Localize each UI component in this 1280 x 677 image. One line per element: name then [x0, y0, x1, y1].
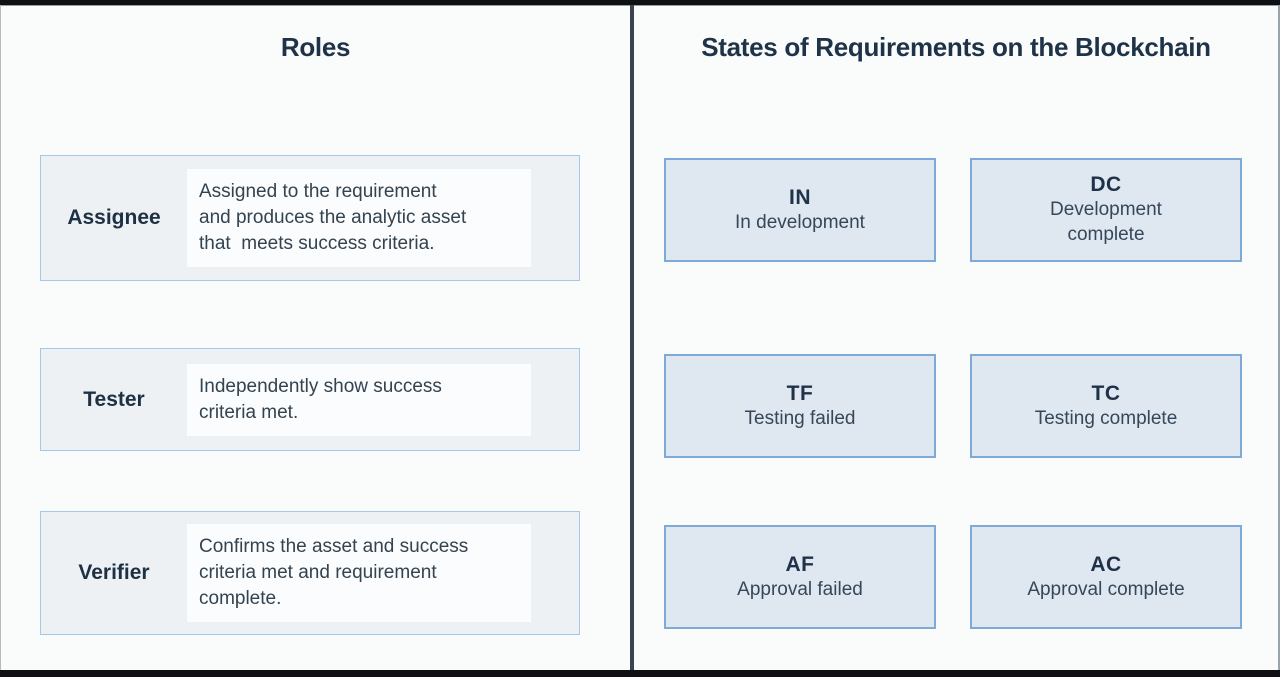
states-panel: States of Requirements on the Blockchain…	[634, 5, 1280, 670]
panel-divider	[630, 5, 634, 670]
state-box-af: AF Approval failed	[664, 525, 936, 629]
role-name-tester: Tester	[83, 387, 145, 411]
state-code-dc: DC	[1090, 173, 1122, 196]
roles-panel-title: Roles	[280, 32, 351, 62]
role-box-verifier: Verifier Confirms the asset and success …	[40, 511, 580, 635]
state-code-tc: TC	[1091, 381, 1121, 405]
state-box-dc: DC Development complete	[970, 158, 1242, 262]
role-description-assignee: Assigned to the requirement and produces…	[187, 169, 531, 267]
state-label-dc: Development complete	[1050, 199, 1162, 245]
states-panel-title: States of Requirements on the Blockchain	[701, 32, 1211, 62]
role-name-assignee: Assignee	[67, 206, 161, 229]
state-code-af: AF	[785, 552, 815, 576]
role-description-tester: Independently show success criteria met.	[187, 363, 531, 436]
state-label-tf: Testing failed	[744, 407, 856, 429]
state-label-af: Approval failed	[737, 578, 863, 600]
role-box-assignee: Assignee Assigned to the requirement and…	[40, 155, 580, 281]
state-box-tc: TC Testing complete	[970, 354, 1242, 458]
state-box-ac: AC Approval complete	[970, 525, 1242, 629]
roles-panel: Roles Assignee Assigned to the requireme…	[0, 5, 630, 670]
state-code-ac: AC	[1090, 552, 1122, 576]
state-label-tc: Testing complete	[1034, 407, 1178, 429]
role-name-verifier: Verifier	[78, 561, 150, 584]
role-box-tester: Tester Independently show success criter…	[40, 348, 580, 451]
state-box-tf: TF Testing failed	[664, 354, 936, 458]
state-label-in: In development	[735, 211, 865, 233]
state-box-in: IN In development	[664, 158, 936, 262]
state-code-tf: TF	[786, 381, 814, 405]
state-label-ac: Approval complete	[1027, 578, 1185, 600]
state-code-in: IN	[789, 185, 811, 209]
role-description-verifier: Confirms the asset and success criteria …	[187, 524, 531, 622]
